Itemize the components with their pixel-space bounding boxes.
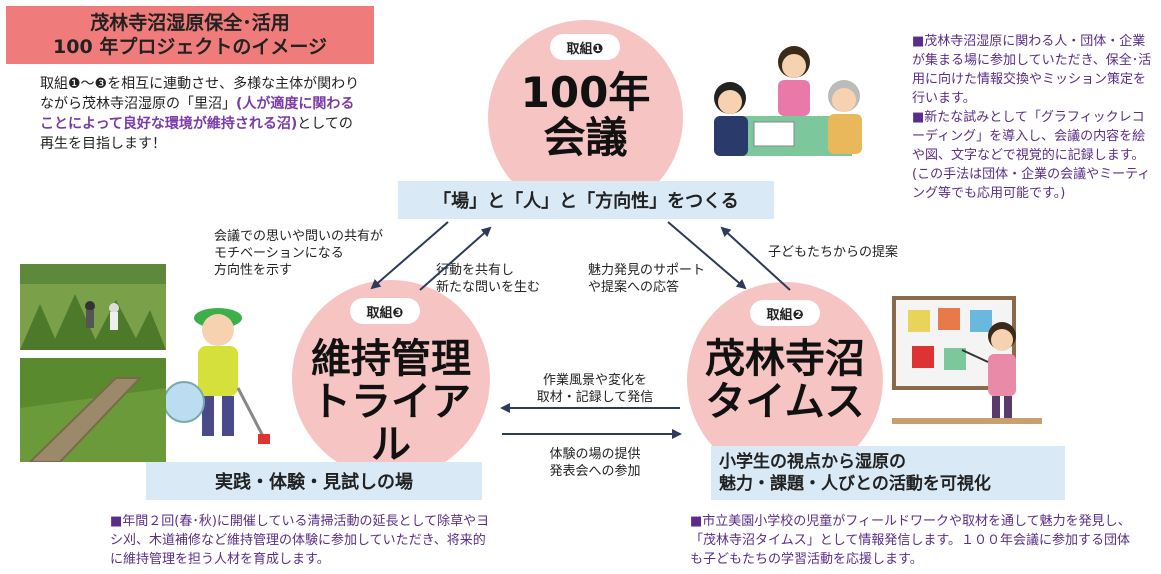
- arrow-label-6: 体験の場の提供 発表会への参加: [520, 446, 670, 480]
- band-right-line1: 小学生の視点から湿原の: [719, 452, 906, 472]
- arrow-label-1: 会議での思いや問いの共有が モチベーションになる 方向性を示す: [214, 228, 414, 279]
- arrow-label-5: 作業風景や変化を 取材・記録して発信: [520, 372, 670, 406]
- initiative-1-name-line1: 100年: [520, 68, 651, 117]
- intro-highlight: (人が適度に関わることによって良好な環境が維持される沼): [40, 96, 355, 132]
- initiative-2-name-line2: タイムス: [705, 379, 865, 426]
- initiative-3-name-line2: トライアル: [311, 379, 471, 469]
- arrow-label-6-line: 発表会への参加: [549, 464, 641, 479]
- note-top-right-2: ■新たな試みとして「グラフィックレコーディング」を導入し、会議の内容を絵や図、文…: [912, 110, 1151, 201]
- initiative-3-name: 維持管理 トライアル: [292, 336, 490, 469]
- initiative-2-tag: 取組❷: [750, 300, 820, 326]
- arrow-meeting-to-times: [667, 221, 747, 290]
- arrow-meeting-to-trial: [370, 221, 449, 290]
- arrow-label-3-line: や提案への応答: [588, 280, 680, 295]
- arrow-label-5-line: 作業風景や変化を: [542, 373, 647, 388]
- note-top-right-1: ■茂林寺沼湿原に関わる人・団体・企業が集まる場に参加していただき、保全･活用に向…: [912, 34, 1152, 106]
- initiative-3-tag: 取組❸: [350, 298, 420, 324]
- arrow-label-2: 行動を共有し 新たな問いを生む: [436, 262, 556, 296]
- intro-text-1: 取組❶〜❸を相互に連動させ、多様な主体が関わりながら茂林寺沼湿原の「里沼」: [40, 76, 360, 112]
- diagram-title-box: 茂林寺沼湿原保全･活用 100 年プロジェクトのイメージ: [6, 6, 374, 64]
- arrow-label-1-line: モチベーションになる: [214, 246, 344, 261]
- arrow-label-1-line: 会議での思いや問いの共有が: [214, 229, 384, 244]
- note-top-right: ■茂林寺沼湿原に関わる人・団体・企業が集まる場に参加していただき、保全･活用に向…: [912, 32, 1156, 203]
- note-bottom-right: ■市立美園小学校の児童がフィールドワークや取材を通して魅力を発見し、「茂林寺沼タ…: [690, 514, 1131, 567]
- volunteer-cleanup-illustration: [163, 308, 270, 444]
- arrow-trial-to-meeting: [419, 226, 492, 291]
- initiative-3-name-line1: 維持管理: [311, 336, 471, 382]
- arrow-label-1-line: 方向性を示す: [214, 263, 293, 278]
- arrow-times-to-meeting: [720, 226, 791, 291]
- initiative-1-tag: 取組❶: [550, 34, 620, 60]
- arrow-label-4: 子どもたちからの提案: [768, 244, 928, 261]
- teacher-presentation-illustration: [892, 296, 1042, 424]
- band-right: 小学生の視点から湿原の 魅力・課題・人びとの活動を可視化: [711, 446, 1065, 500]
- intro-text: 取組❶〜❸を相互に連動させ、多様な主体が関わりながら茂林寺沼湿原の「里沼」(人が…: [40, 74, 366, 154]
- boardwalk-photo: [20, 358, 166, 462]
- arrow-label-3-line: 魅力発見のサポート: [588, 263, 706, 278]
- initiative-1-name: 100年 会議: [488, 70, 683, 161]
- initiative-2-name: 茂林寺沼 タイムス: [687, 336, 883, 426]
- band-right-line2: 魅力・課題・人びとの活動を可視化: [719, 474, 991, 494]
- arrow-label-5-line: 取材・記録して発信: [536, 390, 654, 405]
- wetland-photo-workers: [20, 264, 166, 350]
- band-left: 実践・体験・見試しの場: [146, 462, 482, 500]
- band-top: 「場」と「人」と「方向性」をつくる: [398, 181, 774, 219]
- title-line-1: 茂林寺沼湿原保全･活用: [90, 12, 290, 34]
- note-bottom-left: ■年間２回(春･秋)に開催している清掃活動の延長として除草やヨシ刈、木道補修など…: [110, 514, 490, 567]
- arrow-label-3: 魅力発見のサポート や提案への応答: [588, 262, 728, 296]
- title-line-2: 100 年プロジェクトのイメージ: [53, 36, 327, 58]
- arrow-label-2-line: 新たな問いを生む: [436, 280, 541, 295]
- arrow-label-6-line: 体験の場の提供: [549, 447, 641, 462]
- initiative-1-name-line2: 会議: [543, 113, 628, 163]
- meeting-illustration: [714, 46, 862, 156]
- initiative-2-name-line1: 茂林寺沼: [705, 336, 865, 382]
- intro-text-2: としての再生を目指します！: [40, 116, 353, 152]
- arrow-label-2-line: 行動を共有し: [436, 263, 515, 278]
- arrow-label-4-line: 子どもたちからの提案: [768, 245, 899, 260]
